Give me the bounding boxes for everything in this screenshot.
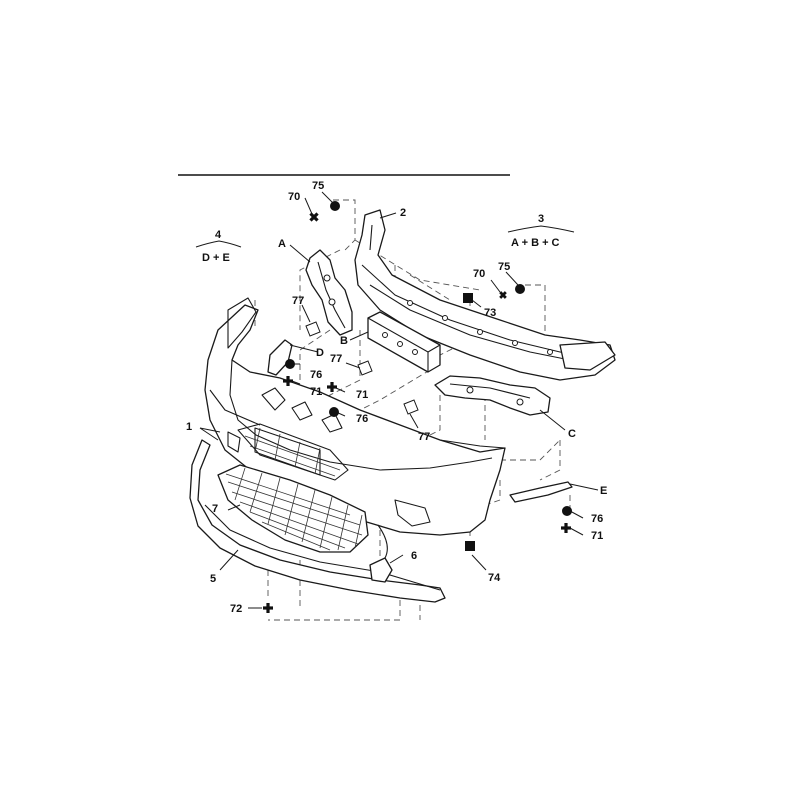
brace-3 (507, 225, 575, 233)
label-73: 73 (484, 307, 496, 319)
brace-4 (195, 240, 242, 248)
label-3: 3 (538, 213, 544, 225)
label-70-a: 70 (288, 191, 300, 203)
tow-hook-cover (369, 524, 393, 583)
symbol-76-a (285, 359, 295, 369)
label-2: 2 (400, 207, 406, 219)
label-75-b: 75 (498, 261, 510, 273)
label-b: B (340, 335, 348, 347)
left-bracket-a (305, 249, 353, 336)
label-3-sub: A + B + C (511, 237, 560, 249)
symbol-74 (465, 541, 475, 551)
label-76-c: 76 (591, 513, 603, 525)
callout-labels: 2 3 A + B + C 4 D + E A B C D E 1 7 5 6 … (186, 180, 607, 615)
absorber-block-b (367, 311, 441, 373)
label-1: 1 (186, 421, 192, 433)
label-72: 72 (230, 603, 242, 615)
label-76-b: 76 (356, 413, 368, 425)
symbol-75-b (515, 284, 525, 294)
side-bracket-d (267, 339, 293, 376)
fastener-symbols (263, 201, 572, 613)
lower-grille (217, 423, 369, 553)
label-77-a: 77 (292, 295, 304, 307)
label-a: A (278, 238, 286, 250)
lower-spoiler (189, 439, 446, 603)
clips-77 (305, 321, 419, 415)
label-77-b: 77 (330, 353, 342, 365)
label-7: 7 (212, 503, 218, 515)
symbol-76-b (329, 407, 339, 417)
label-5: 5 (210, 573, 216, 585)
symbol-76-c (562, 506, 572, 516)
symbol-71-a (283, 376, 293, 386)
label-70-b: 70 (473, 268, 485, 280)
symbol-75-a (330, 201, 340, 211)
label-71-a: 71 (310, 386, 322, 398)
leader-lines (199, 191, 599, 609)
upper-reinforcement-beam (354, 209, 616, 381)
symbol-71-c (561, 523, 571, 533)
label-75-a: 75 (312, 180, 324, 192)
symbol-71-b (327, 382, 337, 392)
symbol-70-a (309, 212, 319, 222)
symbol-72 (263, 603, 273, 613)
symbol-70-b (499, 291, 507, 299)
label-71-c: 71 (591, 530, 603, 542)
label-c: C (568, 428, 576, 440)
right-bracket-c (434, 375, 551, 416)
label-77-c: 77 (418, 431, 430, 443)
label-71-b: 71 (356, 389, 368, 401)
symbol-73 (463, 293, 473, 303)
label-4-sub: D + E (202, 252, 230, 264)
label-e: E (600, 485, 607, 497)
label-4: 4 (215, 229, 222, 241)
label-74: 74 (488, 572, 501, 584)
label-76-a: 76 (310, 369, 322, 381)
side-strip-e (509, 481, 573, 503)
label-6: 6 (411, 550, 417, 562)
label-d: D (316, 347, 324, 359)
